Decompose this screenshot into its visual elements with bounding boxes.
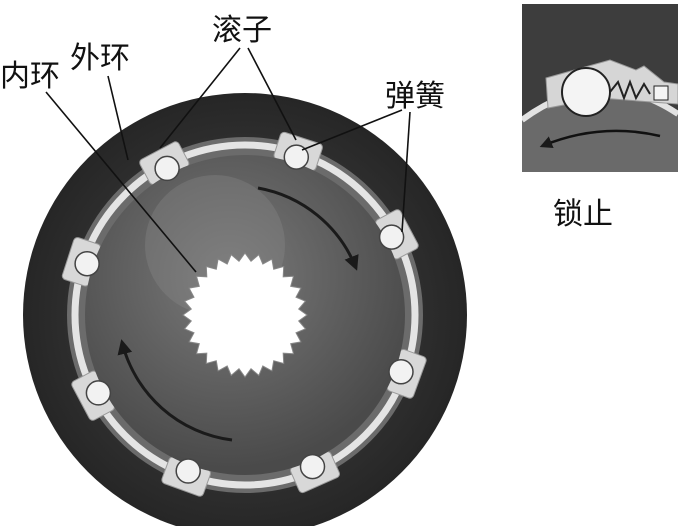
inset-arrow [539, 129, 661, 148]
rollers [74, 144, 414, 484]
label-outer-ring: 外环 [70, 41, 130, 76]
inset-spring [609, 79, 651, 101]
lock-detail-inset [522, 4, 678, 172]
roller [154, 155, 180, 182]
roller [175, 458, 201, 484]
roller [388, 359, 414, 385]
rotation-arrow-right [257, 186, 359, 271]
roller [74, 250, 100, 277]
rotation-arrow-left [117, 339, 233, 442]
roller [85, 380, 112, 406]
inset-roller [561, 67, 611, 117]
leader-lines [45, 47, 411, 273]
roller [378, 224, 405, 250]
roller [299, 453, 326, 480]
label-spring: 弹簧 [385, 79, 445, 114]
label-roller: 滚子 [212, 13, 272, 48]
splined-hub [182, 252, 308, 378]
label-inner-ring: 内环 [0, 59, 60, 94]
label-locked: 锁止 [553, 197, 613, 232]
roller [283, 144, 310, 170]
